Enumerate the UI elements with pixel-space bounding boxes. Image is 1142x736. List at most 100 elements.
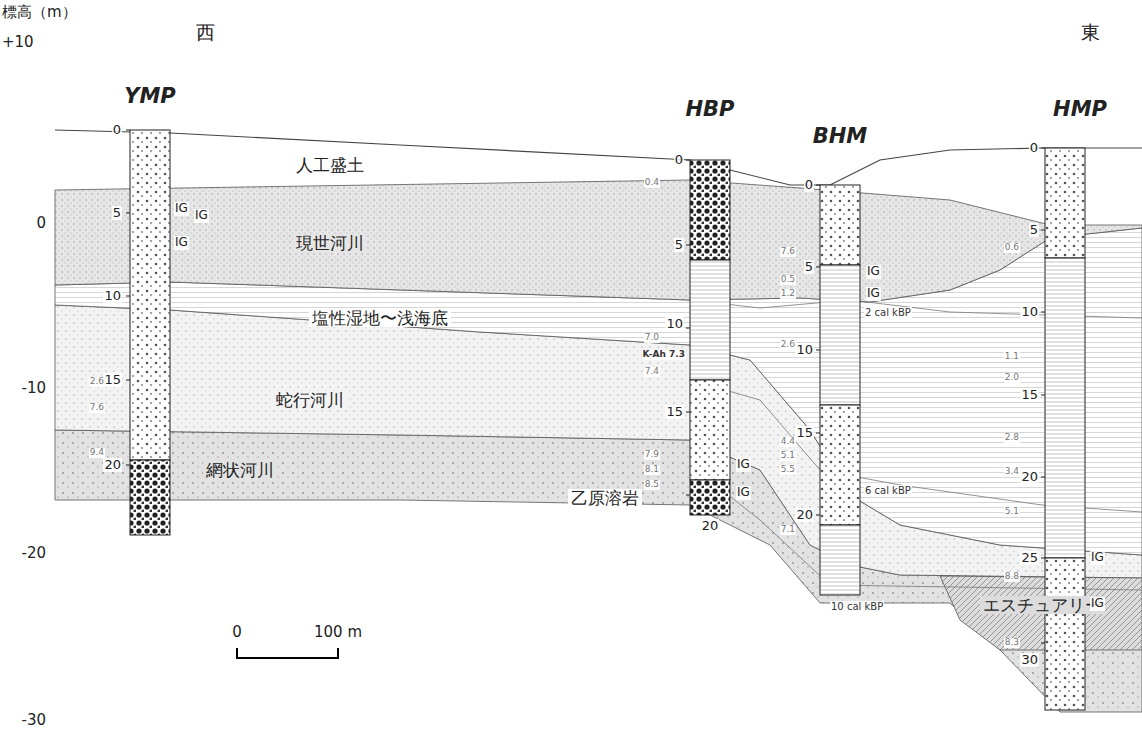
ig-mark: IG [174, 236, 189, 249]
ig-mark: IG [866, 287, 881, 300]
depth-number: 15 [103, 373, 122, 387]
depth-number: 0 [112, 123, 122, 137]
age-value: 7.9 [644, 450, 660, 460]
ground-surface [55, 130, 1142, 185]
depth-number: 10 [795, 343, 814, 357]
section-graphic [686, 160, 690, 495]
ig-mark: IG [736, 486, 751, 499]
ig-mark: IG [1090, 551, 1105, 564]
tephra-label: K-Ah 7.3 [642, 350, 686, 360]
section-graphic [1045, 558, 1085, 710]
age-label: 10 cal kBP [830, 601, 884, 612]
unit-label: 網状河川 [203, 461, 277, 480]
unit-label: 乙原溶岩 [568, 489, 642, 508]
age-value: 7.0 [644, 333, 660, 343]
age-value: 5.1 [1004, 507, 1020, 517]
age-value: 2.8 [1004, 433, 1020, 443]
age-value: 1.1 [1004, 352, 1020, 362]
section-graphic [820, 265, 860, 405]
section-graphic [690, 160, 730, 260]
ig-mark: IG [866, 265, 881, 278]
borehole-name: HBP [686, 98, 735, 121]
depth-number: 0 [1029, 141, 1039, 155]
depth-ticks [126, 130, 1045, 643]
section-graphic [130, 460, 170, 535]
age-value: 9.4 [89, 448, 105, 458]
age-value: 0.6 [1004, 243, 1020, 253]
section-graphic [820, 405, 860, 525]
axis-value: -20 [22, 545, 47, 562]
axis-value: -30 [22, 712, 47, 729]
age-value: 8.3 [1004, 638, 1020, 648]
age-value: 7.6 [89, 403, 105, 413]
age-label: 2 cal kBP [864, 307, 912, 318]
depth-number: 10 [103, 289, 122, 303]
age-value: 2.6 [89, 377, 105, 387]
unit-label: 塩性湿地〜浅海底 [309, 309, 451, 328]
unit-label: 蛇行河川 [273, 391, 347, 410]
age-value: 4.4 [780, 437, 796, 447]
borehole-name: HMP [1053, 98, 1107, 121]
depth-number: 15 [795, 426, 814, 440]
age-value: 8.8 [1004, 572, 1020, 582]
ig-mark: IG [736, 458, 751, 471]
depth-number: 20 [795, 508, 814, 522]
section-graphic [126, 130, 130, 465]
unit-label: 人工盛土 [293, 156, 367, 175]
age-value: 0.4 [644, 178, 660, 188]
age-value: 8.5 [644, 480, 660, 490]
direction-label: 西 [196, 22, 215, 43]
section-graphic [820, 525, 860, 595]
age-value: 2.6 [780, 340, 796, 350]
section-graphic [690, 380, 730, 480]
axis-value: 0 [36, 215, 46, 232]
section-graphic [1045, 258, 1085, 558]
section-graphic [690, 480, 730, 515]
present-river-unit [55, 180, 1142, 302]
depth-number: 5 [112, 206, 122, 220]
section-graphic [690, 260, 730, 380]
depth-number: 5 [804, 260, 814, 274]
depth-number: 10 [665, 317, 684, 331]
depth-number: 20 [1020, 470, 1039, 484]
unit-label: 現世河川 [293, 234, 367, 253]
age-value: 8.1 [644, 465, 660, 475]
ig-mark: IG [174, 202, 189, 215]
depth-number: 0 [804, 178, 814, 192]
ig-mark: IG [194, 209, 209, 222]
age-value: 7.6 [780, 247, 796, 257]
scale-bar [237, 648, 338, 658]
section-graphic [130, 130, 170, 460]
axis-title: 標高（m） [2, 4, 77, 21]
age-value: 0.5 [780, 275, 796, 285]
depth-number: 25 [1020, 551, 1039, 565]
axis-value: +10 [2, 34, 34, 51]
borehole-columns [130, 130, 1085, 710]
age-value: 7.1 [780, 525, 796, 535]
age-value: 2.0 [1004, 373, 1020, 383]
age-label: 6 cal kBP [864, 485, 912, 496]
depth-number: 20 [701, 519, 720, 533]
axis-value: -10 [22, 380, 47, 397]
depth-number: 5 [1029, 223, 1039, 237]
ig-mark: IG [1090, 597, 1105, 610]
depth-number: 10 [1020, 305, 1039, 319]
scale-value: 100 m [314, 624, 362, 641]
depth-number: 5 [674, 238, 684, 252]
age-value: 5.1 [780, 451, 796, 461]
depth-number: 0 [674, 153, 684, 167]
section-graphic [816, 185, 820, 515]
age-value: 7.4 [644, 367, 660, 377]
scale-value: 0 [232, 624, 242, 641]
age-value: 3.4 [1004, 467, 1020, 477]
direction-label: 東 [1081, 22, 1100, 43]
age-value: 5.5 [780, 465, 796, 475]
depth-number: 15 [1020, 388, 1039, 402]
section-graphic [1045, 148, 1085, 258]
depth-number: 30 [1020, 653, 1039, 667]
borehole-name: YMP [124, 85, 176, 108]
age-value: 1.2 [780, 289, 796, 299]
unit-label: エスチュアリー [980, 596, 1105, 615]
